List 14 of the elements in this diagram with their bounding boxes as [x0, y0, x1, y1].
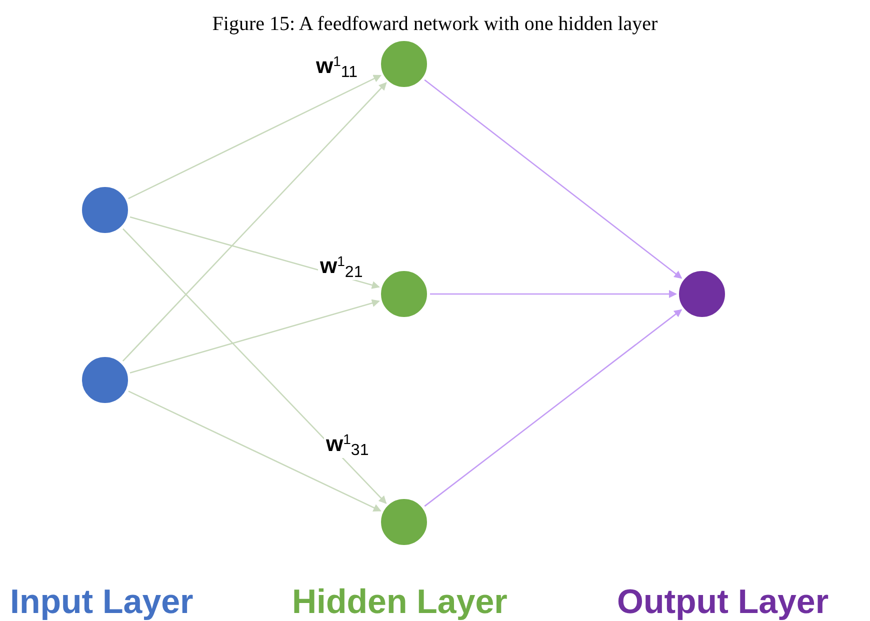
arrow: [128, 390, 382, 512]
layer-label: Input Layer: [10, 582, 194, 621]
hidden-neuron: [380, 498, 428, 546]
arrow: [130, 299, 380, 374]
layer-label: Hidden Layer: [292, 582, 508, 621]
arrow: [128, 74, 382, 200]
figure-title: Figure 15: A feedfoward network with one hidden layer: [211, 12, 659, 36]
hidden-neuron: [380, 40, 428, 88]
arrow: [430, 290, 677, 298]
arrow: [122, 82, 387, 362]
arrow: [424, 309, 682, 507]
arrow: [122, 228, 387, 504]
arrow: [424, 79, 682, 279]
layer-label: Output Layer: [617, 582, 829, 621]
